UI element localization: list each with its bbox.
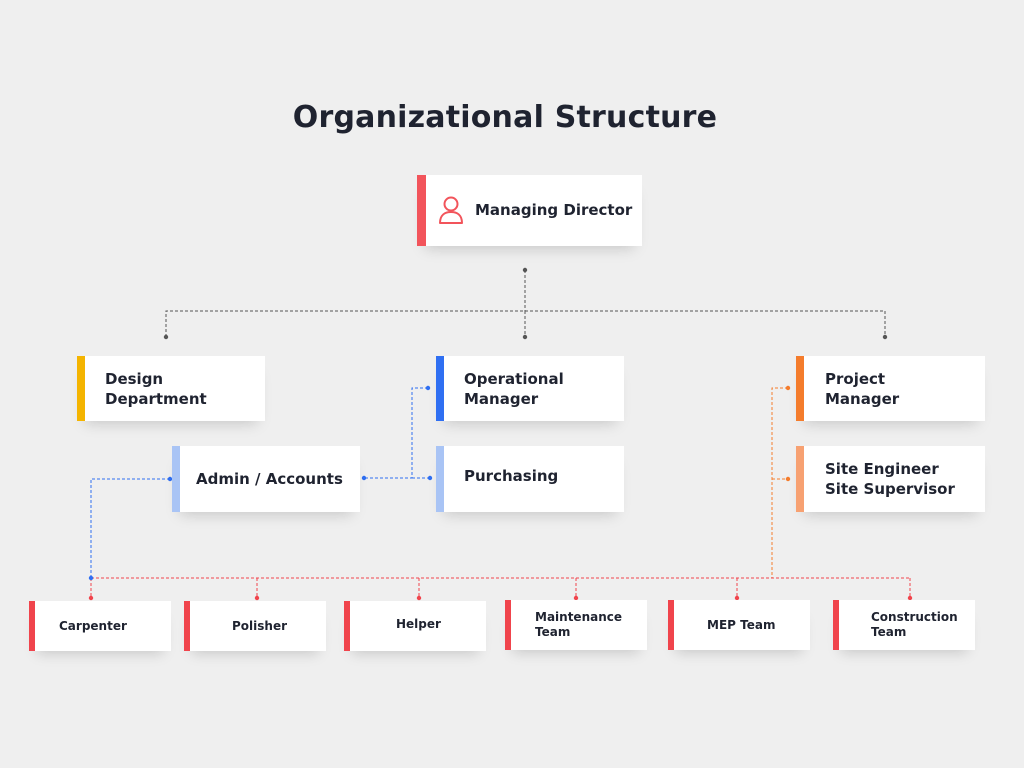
- team-accent-bar: [29, 601, 35, 651]
- team-helper: Helper: [344, 601, 486, 651]
- team-polisher: Polisher: [184, 601, 326, 651]
- node-accent-bar: [436, 356, 444, 421]
- node-purchasing: Purchasing: [436, 446, 624, 512]
- node-accent-bar: [796, 446, 804, 512]
- page-title: Organizational Structure: [292, 100, 718, 135]
- node-accent-bar: [172, 446, 180, 512]
- team-label: Helper: [396, 616, 441, 631]
- node-label: Purchasing: [464, 467, 559, 485]
- node-label: Admin / Accounts: [196, 470, 343, 488]
- team-accent-bar: [505, 600, 511, 650]
- team-accent-bar: [668, 600, 674, 650]
- node-accent-bar: [436, 446, 444, 512]
- node-label: Design Department: [105, 369, 207, 408]
- node-project-manager: Project Manager: [796, 356, 985, 421]
- team-label: Maintenance Team: [535, 610, 623, 639]
- team-label: Construction Team: [871, 610, 958, 639]
- node-accent-bar: [796, 356, 804, 421]
- team-label: Carpenter: [59, 618, 127, 633]
- node-accent-bar: [77, 356, 85, 421]
- user-icon: [437, 195, 465, 229]
- node-operational-manager: Operational Manager: [436, 356, 624, 421]
- team-construction: Construction Team: [833, 600, 975, 650]
- node-label: Operational Manager: [464, 369, 564, 408]
- node-design-department: Design Department: [77, 356, 265, 421]
- team-label: MEP Team: [707, 617, 776, 632]
- node-label: Project Manager: [825, 369, 900, 408]
- node-site-engineer-supervisor: Site Engineer Site Supervisor: [796, 446, 985, 512]
- team-carpenter: Carpenter: [29, 601, 171, 651]
- team-accent-bar: [833, 600, 839, 650]
- team-maintenance: Maintenance Team: [505, 600, 647, 650]
- team-label: Polisher: [232, 618, 288, 633]
- team-accent-bar: [344, 601, 350, 651]
- node-label: Site Engineer Site Supervisor: [825, 460, 955, 498]
- team-mep: MEP Team: [668, 600, 810, 650]
- node-label: Managing Director: [475, 201, 633, 219]
- node-managing-director: Managing Director: [417, 175, 642, 246]
- node-accent-bar: [417, 175, 426, 246]
- team-accent-bar: [184, 601, 190, 651]
- node-admin-accounts: Admin / Accounts: [172, 446, 360, 512]
